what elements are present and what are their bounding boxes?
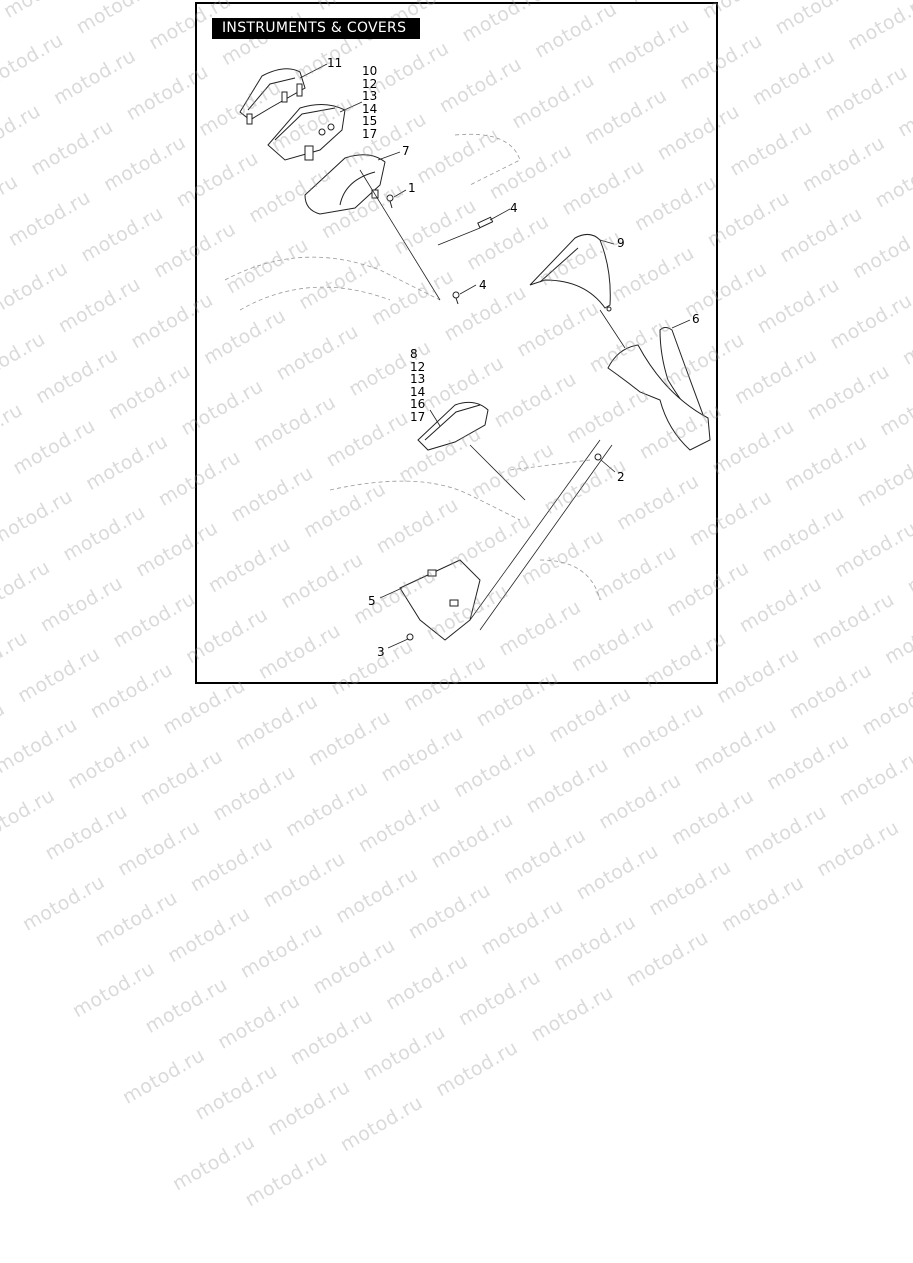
watermark-text: motod.ru bbox=[331, 863, 422, 928]
watermark-text: motod.ru bbox=[136, 745, 227, 810]
watermark-text: motod.ru bbox=[186, 831, 277, 897]
part-8-instrument-console bbox=[417, 401, 489, 451]
watermark-text: motod.ru bbox=[477, 894, 568, 960]
watermark-text: motod.ru bbox=[0, 697, 9, 763]
part-lower-nacelle bbox=[607, 344, 711, 451]
callout-13: 13 bbox=[362, 89, 378, 103]
watermark-text: motod.ru bbox=[381, 949, 472, 1015]
watermark-text: motod.ru bbox=[359, 1020, 450, 1086]
watermark-text: motod.ru bbox=[68, 957, 159, 1023]
watermark-text: motod.ru bbox=[114, 815, 205, 881]
part-5-bracket bbox=[399, 559, 481, 641]
callout-4-lower: 4 bbox=[479, 278, 487, 292]
watermark-text: motod.ru bbox=[431, 1036, 522, 1102]
watermark-text: motod.ru bbox=[835, 745, 913, 811]
watermark-text: motod.ru bbox=[404, 879, 495, 944]
watermark-text: motod.ru bbox=[572, 839, 663, 905]
watermark-text: motod.ru bbox=[191, 1059, 282, 1125]
watermark-text: motod.ru bbox=[595, 769, 686, 834]
watermark-text: motod.ru bbox=[454, 965, 545, 1031]
watermark-text: motod.ru bbox=[617, 698, 708, 763]
exploded-parts-drawing bbox=[224, 63, 711, 649]
page-title: INSTRUMENTS & COVERS bbox=[212, 18, 420, 39]
callout-7: 7 bbox=[402, 144, 410, 158]
watermark-text: motod.ru bbox=[0, 713, 82, 779]
callout-17b: 17 bbox=[410, 409, 426, 424]
callout-14b: 14 bbox=[410, 384, 426, 399]
watermark-text: motod.ru bbox=[168, 1130, 259, 1196]
leader-lines bbox=[299, 63, 691, 649]
watermark-text: motod.ru bbox=[740, 800, 831, 866]
watermark-text: motod.ru bbox=[18, 870, 109, 936]
watermark-text: motod.ru bbox=[499, 824, 590, 889]
callout-6: 6 bbox=[692, 312, 700, 326]
watermark-text: motod.ru bbox=[259, 847, 350, 913]
callout-4-upper: 4 bbox=[510, 201, 518, 215]
watermark-text: motod.ru bbox=[545, 682, 636, 748]
callout-10: 10 bbox=[362, 64, 378, 78]
callout-stack-lower: 8 12 13 14 16 17 bbox=[410, 348, 425, 423]
callout-12b: 12 bbox=[410, 359, 426, 374]
watermark-text: motod.ru bbox=[0, 784, 59, 849]
part-4-lower-screw bbox=[452, 291, 460, 305]
callout-9: 9 bbox=[617, 236, 625, 250]
part-9-fork-cover bbox=[529, 234, 612, 312]
part-4-upper-screw bbox=[477, 216, 494, 229]
watermark-text: motod.ru bbox=[286, 1004, 377, 1070]
part-3-screw bbox=[406, 633, 414, 641]
watermark-text: motod.ru bbox=[377, 721, 468, 787]
callout-17: 17 bbox=[362, 126, 378, 141]
watermark-text: motod.ru bbox=[522, 753, 613, 818]
callout-2: 2 bbox=[617, 470, 625, 484]
watermark-text: motod.ru bbox=[264, 1075, 355, 1141]
watermark-text: motod.ru bbox=[354, 792, 445, 858]
watermark-text: motod.ru bbox=[141, 973, 232, 1038]
part-2-screw bbox=[594, 453, 602, 461]
phantom-lines bbox=[224, 133, 601, 601]
callout-5: 5 bbox=[368, 594, 376, 608]
watermark-text: motod.ru bbox=[214, 989, 305, 1054]
watermark-text: motod.ru bbox=[164, 902, 255, 968]
watermark-text: motod.ru bbox=[762, 729, 853, 795]
watermark-text: motod.ru bbox=[309, 934, 400, 999]
part-10-instrument-console bbox=[267, 104, 346, 161]
watermark-text: motod.ru bbox=[645, 855, 736, 921]
watermark-text: motod.ru bbox=[908, 761, 913, 827]
watermark-text: motod.ru bbox=[64, 729, 155, 794]
callout-14: 14 bbox=[362, 101, 378, 116]
callout-11: 11 bbox=[327, 56, 343, 70]
callout-15: 15 bbox=[362, 114, 378, 128]
part-11-instrument-cover bbox=[239, 68, 306, 125]
watermark-text: motod.ru bbox=[622, 926, 713, 992]
callout-12: 12 bbox=[362, 76, 378, 91]
watermark-text: motod.ru bbox=[304, 705, 395, 771]
watermark-text: motod.ru bbox=[281, 776, 372, 842]
watermark-text: motod.ru bbox=[667, 784, 758, 850]
watermark-text: motod.ru bbox=[209, 760, 300, 826]
callout-3: 3 bbox=[377, 645, 385, 659]
watermark-text: motod.ru bbox=[336, 1091, 427, 1157]
watermark-text: motod.ru bbox=[427, 808, 518, 873]
watermark-text: motod.ru bbox=[231, 690, 322, 755]
part-1-screw bbox=[386, 194, 394, 209]
watermark-text: motod.ru bbox=[549, 910, 640, 976]
watermark-text: motod.ru bbox=[236, 918, 327, 983]
watermark-text: motod.ru bbox=[527, 981, 618, 1047]
callout-16: 16 bbox=[410, 397, 426, 411]
callout-1: 1 bbox=[408, 181, 416, 195]
watermark-text: motod.ru bbox=[41, 800, 132, 865]
callout-13b: 13 bbox=[410, 372, 426, 386]
watermark-text: motod.ru bbox=[91, 886, 182, 952]
watermark-text: motod.ru bbox=[449, 737, 540, 803]
watermark-text: motod.ru bbox=[690, 714, 781, 779]
callout-8: 8 bbox=[410, 347, 418, 361]
watermark-text: motod.ru bbox=[118, 1044, 209, 1109]
part-7-gauge-housing bbox=[304, 154, 386, 215]
watermark-text: motod.ru bbox=[812, 816, 903, 882]
callout-stack-upper: 10 12 13 14 15 17 bbox=[362, 65, 377, 140]
watermark-text: motod.ru bbox=[717, 871, 808, 937]
watermark-text: motod.ru bbox=[241, 1146, 332, 1212]
